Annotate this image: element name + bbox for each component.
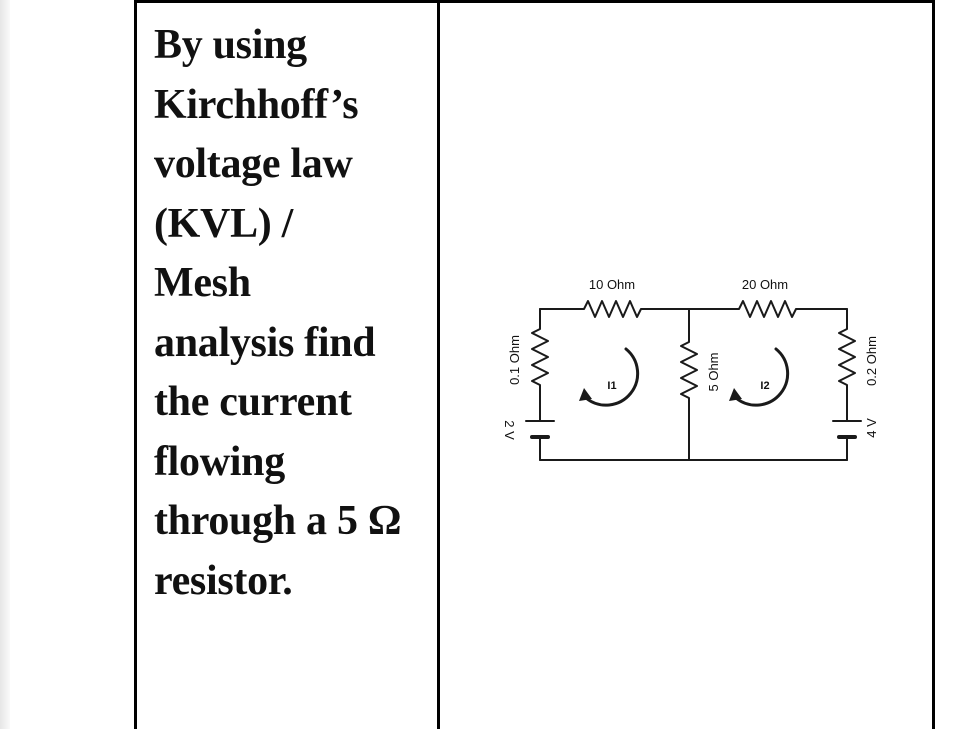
label-mesh-2: I2: [760, 380, 769, 392]
page-edge-strip: [0, 0, 10, 729]
question-line: Mesh: [154, 260, 251, 306]
top-wire: [539, 300, 848, 318]
question-line: through a 5 Ω: [154, 498, 402, 544]
question-line: (KVL) /: [154, 200, 294, 247]
question-text: By using Kirchhoff’s voltage law (KVL) /…: [154, 16, 434, 611]
question-line: voltage law: [154, 141, 353, 187]
table-border-middle: [437, 0, 440, 729]
mesh-1-arrowhead: [579, 388, 592, 401]
circuit-diagram: 10 Ohm 20 Ohm 0.1 Ohm 5 Ohm 0.2 Ohm 2 V …: [502, 277, 879, 461]
question-line: the current: [154, 379, 352, 425]
question-line: flowing: [154, 438, 285, 485]
label-r-top-right: 20 Ohm: [742, 277, 788, 292]
mesh-1-arrow: [584, 347, 640, 407]
label-r-left: 0.1 Ohm: [507, 335, 522, 385]
label-mesh-1: I1: [607, 380, 616, 392]
table-border-top: [134, 0, 935, 3]
label-r-middle: 5 Ohm: [706, 352, 721, 391]
table-border-right: [932, 0, 935, 729]
table-border-left: [134, 0, 137, 729]
label-source-right: 4 V: [864, 418, 879, 438]
mesh-2-arrow: [734, 347, 790, 407]
question-line: resistor.: [154, 557, 293, 604]
label-r-right: 0.2 Ohm: [864, 336, 879, 386]
right-branch: [838, 308, 856, 422]
question-line: By using: [154, 22, 307, 68]
question-line: Kirchhoff’s: [154, 81, 359, 128]
question-line: analysis find: [154, 319, 376, 366]
label-source-left: 2 V: [502, 420, 517, 440]
middle-branch: [680, 308, 698, 461]
label-r-top-left: 10 Ohm: [589, 277, 635, 292]
left-branch: [531, 308, 549, 422]
mesh-2-arrowhead: [729, 388, 742, 401]
